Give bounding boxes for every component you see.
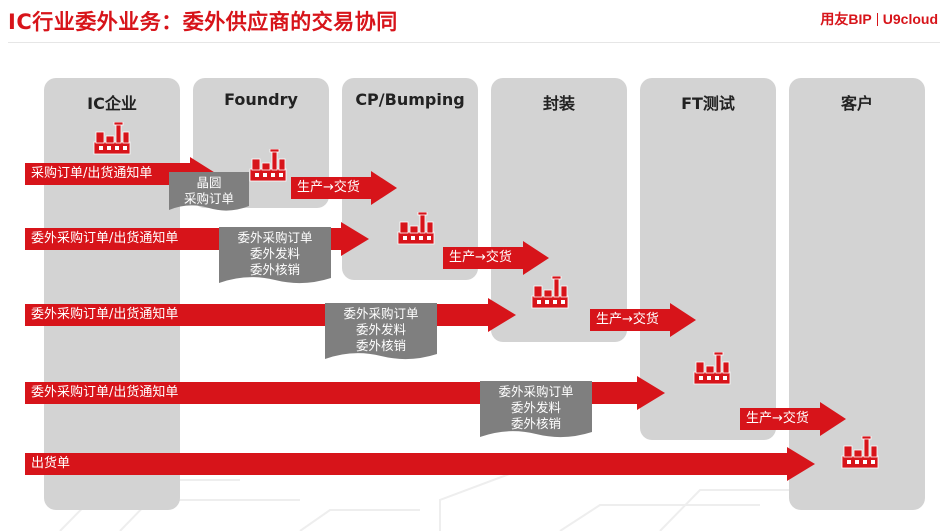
note-outsource-packaging: 委外采购订单 委外发料 委外核销 (325, 303, 437, 361)
logo-primary: 用友BIP (820, 11, 872, 27)
note-outsource-cp: 委外采购订单 委外发料 委外核销 (219, 227, 331, 285)
factory-icon (693, 352, 731, 385)
delivery-label: 生产→交货 (746, 411, 809, 426)
column-label: FT测试 (681, 94, 735, 113)
flow-label: 委外采购订单/出货通知单 (31, 385, 179, 400)
note-wafer-purchase-order: 晶圆 采购订单 (169, 172, 249, 212)
factory-icon (249, 149, 287, 182)
delivery-arrow-ft-test: 生产→交货 (740, 402, 846, 436)
title-divider (8, 42, 940, 43)
note-outsource-ft: 委外采购订单 委外发料 委外核销 (480, 381, 592, 439)
note-text: 晶圆 采购订单 (183, 175, 234, 206)
delivery-label: 生产→交货 (297, 180, 360, 195)
logo-divider (876, 12, 878, 26)
factory-icon (93, 122, 131, 155)
flow-label: 委外采购订单/出货通知单 (31, 307, 179, 322)
brand-logo: 用友BIP U9cloud (820, 9, 938, 29)
delivery-arrow-foundry: 生产→交货 (291, 171, 397, 205)
flow-arrow-outsource-order-packaging: 委外采购订单/出货通知单 (25, 298, 516, 332)
column-label: CP/Bumping (355, 90, 465, 109)
factory-icon (841, 436, 879, 469)
delivery-arrow-packaging: 生产→交货 (590, 303, 696, 337)
flow-label: 委外采购订单/出货通知单 (31, 231, 179, 246)
column-label: 封装 (542, 94, 575, 113)
factory-icon (531, 276, 569, 309)
flow-label: 采购订单/出货通知单 (31, 166, 153, 181)
flow-label: 出货单 (31, 456, 71, 471)
column-label: Foundry (224, 90, 298, 109)
factory-icon (397, 212, 435, 245)
column-label: 客户 (840, 94, 873, 113)
note-text: 委外采购订单 委外发料 委外核销 (343, 306, 419, 353)
delivery-label: 生产→交货 (596, 312, 659, 327)
note-text: 委外采购订单 委外发料 委外核销 (237, 230, 313, 277)
column-label: IC企业 (87, 94, 137, 113)
flow-arrow-shipping-order: 出货单 (25, 447, 815, 481)
note-text: 委外采购订单 委外发料 委外核销 (498, 384, 574, 431)
column-customer: 客户 (789, 78, 925, 510)
delivery-label: 生产→交货 (449, 250, 512, 265)
page-title: IC行业委外业务：委外供应商的交易协同 (8, 10, 398, 34)
delivery-arrow-cp-bumping: 生产→交货 (443, 241, 549, 275)
logo-secondary: U9cloud (882, 11, 938, 27)
